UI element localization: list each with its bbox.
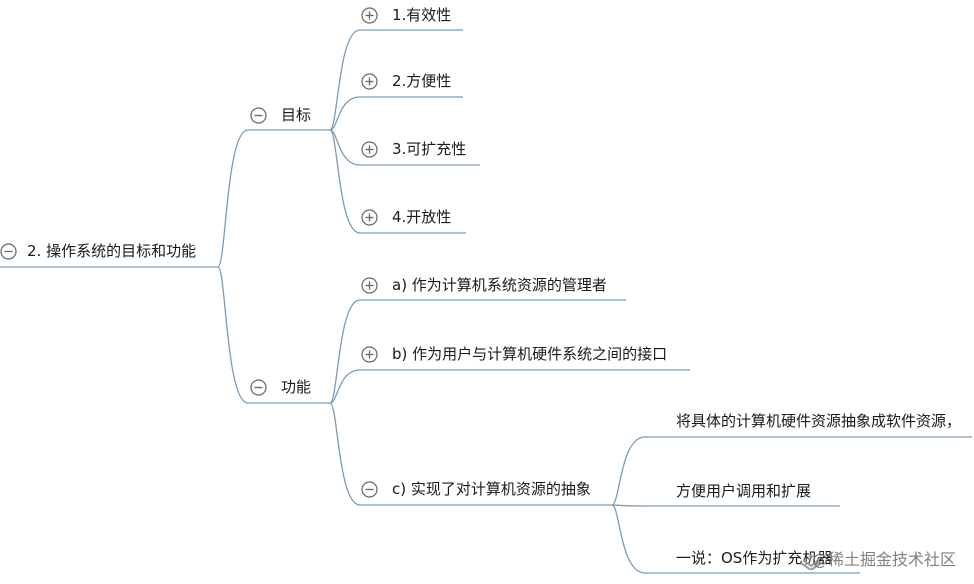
goal-item[interactable]: 2.方便性 <box>361 66 451 96</box>
root-label: 2. 操作系统的目标和功能 <box>27 242 197 260</box>
abstraction-leaf-label: 将具体的计算机硬件资源抽象成软件资源， <box>676 412 962 430</box>
function-item-label: c) 实现了对计算机资源的抽象 <box>392 480 591 498</box>
expand-icon[interactable] <box>361 6 378 24</box>
function-item[interactable]: a) 作为计算机系统资源的管理者 <box>361 270 607 300</box>
goals-label: 目标 <box>281 106 312 124</box>
goal-item[interactable]: 3.可扩充性 <box>361 134 466 164</box>
goal-connector <box>329 129 361 166</box>
expand-icon[interactable] <box>361 208 378 226</box>
functions-label: 功能 <box>281 378 312 396</box>
goal-item-label: 3.可扩充性 <box>392 140 467 158</box>
function-item-label: b) 作为用户与计算机硬件系统之间的接口 <box>392 345 668 363</box>
function-connector <box>329 402 361 506</box>
goal-item-label: 2.方便性 <box>392 72 452 90</box>
root-goals-connector <box>217 129 249 268</box>
abstraction-leaf-label: 方便用户调用和扩展 <box>676 482 812 500</box>
abstraction-leaf[interactable]: 将具体的计算机硬件资源抽象成软件资源， <box>676 406 961 436</box>
goal-connector <box>329 96 361 131</box>
collapse-icon[interactable] <box>0 242 17 260</box>
expand-icon[interactable] <box>361 140 378 158</box>
leaf-connector <box>611 504 646 507</box>
root-functions-connector <box>217 266 249 404</box>
abstraction-leaf[interactable]: 一说：OS作为扩充机器 <box>676 543 832 573</box>
abstraction-leaf[interactable]: 方便用户调用和扩展 <box>676 476 811 506</box>
goal-connector <box>329 129 361 234</box>
expand-icon[interactable] <box>361 276 378 294</box>
juejin-logo-icon <box>800 554 822 570</box>
watermark-text: @稀土掘金技术社区 <box>811 550 956 569</box>
collapse-icon[interactable] <box>250 378 267 396</box>
function-connector <box>329 369 361 404</box>
expand-icon[interactable] <box>361 345 378 363</box>
function-connector <box>329 299 361 404</box>
root-node[interactable]: 2. 操作系统的目标和功能 <box>0 236 196 266</box>
collapse-icon[interactable] <box>361 480 378 498</box>
function-item-label: a) 作为计算机系统资源的管理者 <box>392 276 607 294</box>
function-item[interactable]: c) 实现了对计算机资源的抽象 <box>361 474 591 504</box>
abstraction-leaf-label: 一说：OS作为扩充机器 <box>676 549 833 567</box>
goal-connector <box>329 29 361 131</box>
leaf-connector <box>611 436 646 506</box>
goal-item[interactable]: 4.开放性 <box>361 202 451 232</box>
goal-item[interactable]: 1.有效性 <box>361 0 451 30</box>
collapse-icon[interactable] <box>250 106 267 124</box>
goal-item-label: 1.有效性 <box>392 6 452 24</box>
functions-node[interactable]: 功能 <box>250 372 311 402</box>
leaf-connector <box>611 504 646 574</box>
function-item[interactable]: b) 作为用户与计算机硬件系统之间的接口 <box>361 339 667 369</box>
expand-icon[interactable] <box>361 72 378 90</box>
goal-item-label: 4.开放性 <box>392 208 452 226</box>
goals-node[interactable]: 目标 <box>250 100 311 130</box>
